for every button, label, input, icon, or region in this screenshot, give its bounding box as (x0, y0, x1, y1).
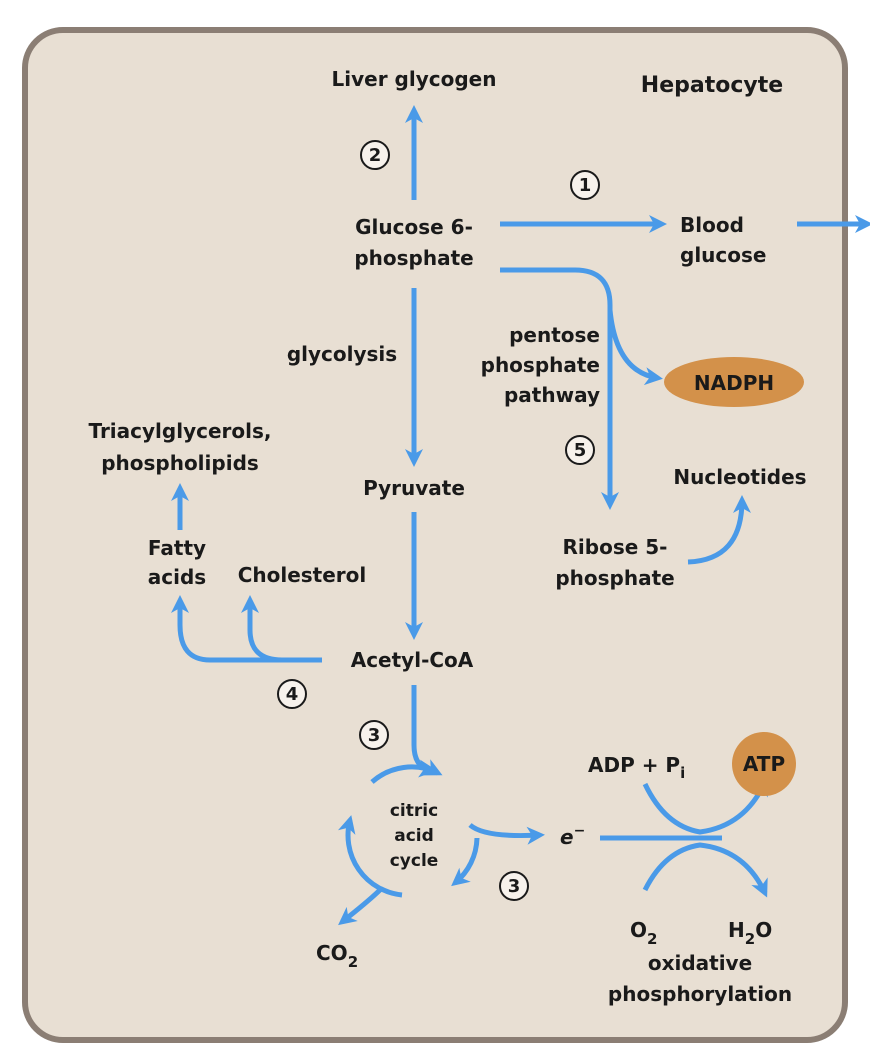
arrow-o2-to-h2o (642, 842, 768, 898)
citric-acid-cycle-label-3: cycle (390, 851, 439, 871)
o2-label: O2 (630, 918, 657, 948)
citric-acid-cycle-arc-bottom (451, 837, 480, 887)
fatty-acids-label-2: acids (148, 565, 206, 589)
glycolysis-label: glycolysis (287, 342, 397, 366)
arrow-acetylcoa-to-cholesterol (241, 595, 322, 663)
atp-label: ATP (743, 752, 785, 776)
arrow-g6p-to-ribose5p (500, 267, 619, 510)
step-3a-circle (359, 720, 389, 750)
arrow-ppp-to-nadph (607, 309, 663, 386)
step-1-label: 1 (579, 175, 592, 196)
pentose-phosphate-pathway-label-1: pentose (509, 323, 600, 347)
glucose-6-phosphate-label-1: Glucose 6- (355, 215, 473, 239)
step-3b-label: 3 (508, 876, 521, 897)
step-1-circle (570, 170, 600, 200)
fatty-acids-label-1: Fatty (148, 536, 206, 560)
blood-glucose-label-1: Blood (680, 213, 744, 237)
pentose-phosphate-pathway-label-2: phosphate (481, 353, 600, 377)
step-3b-circle (499, 871, 529, 901)
acetyl-coa-label: Acetyl-CoA (351, 648, 474, 672)
nadph-ellipse (664, 357, 804, 407)
oxidative-phosphorylation-label-2: phosphorylation (608, 982, 792, 1006)
arrow-acetylcoa-to-fattyacids (171, 595, 322, 663)
step-4-label: 4 (286, 684, 299, 705)
step-3a-label: 3 (368, 725, 381, 746)
blood-glucose-label-2: glucose (680, 243, 766, 267)
step-5-circle (565, 435, 595, 465)
cell-label: Hepatocyte (641, 73, 783, 98)
glucose-6-phosphate-label-2: phosphate (354, 246, 473, 270)
co2-label: CO2 (316, 941, 358, 971)
atp-circle (732, 732, 796, 796)
arrow-ribose5p-to-nucleotides (687, 495, 751, 565)
ribose-5-phosphate-label-1: Ribose 5- (563, 535, 668, 559)
citric-acid-cycle-label-2: acid (394, 826, 434, 846)
step-5-label: 5 (574, 440, 587, 461)
electron-label: e− (560, 823, 585, 849)
ribose-5-phosphate-label-2: phosphate (555, 566, 674, 590)
liver-glycogen-label: Liver glycogen (332, 67, 497, 91)
oxidative-phosphorylation-label-1: oxidative (648, 951, 752, 975)
triacylglycerols-label-2: phospholipids (101, 451, 259, 475)
h2o-label: H2O (728, 918, 772, 948)
arrow-cycle-to-co2 (338, 886, 384, 926)
nadph-label: NADPH (694, 371, 774, 395)
pyruvate-label: Pyruvate (363, 476, 465, 500)
step-2-circle (360, 140, 390, 170)
triacylglycerols-label-1: Triacylglycerols, (89, 419, 272, 443)
cholesterol-label: Cholesterol (238, 563, 367, 587)
citric-acid-cycle-label-1: citric (390, 801, 438, 821)
nucleotides-label: Nucleotides (673, 465, 806, 489)
step-2-label: 2 (369, 145, 382, 166)
citric-acid-cycle-arc-top (370, 759, 443, 784)
pentose-phosphate-pathway-label-3: pathway (504, 383, 600, 407)
arrow-adp-to-atp (642, 777, 768, 835)
arrow-cycle-to-electrons (468, 822, 545, 845)
citric-acid-cycle-arc-left (337, 815, 403, 898)
adp-pi-label: ADP + Pi (588, 753, 685, 782)
step-4-circle (277, 679, 307, 709)
cell-boundary (22, 27, 848, 1043)
